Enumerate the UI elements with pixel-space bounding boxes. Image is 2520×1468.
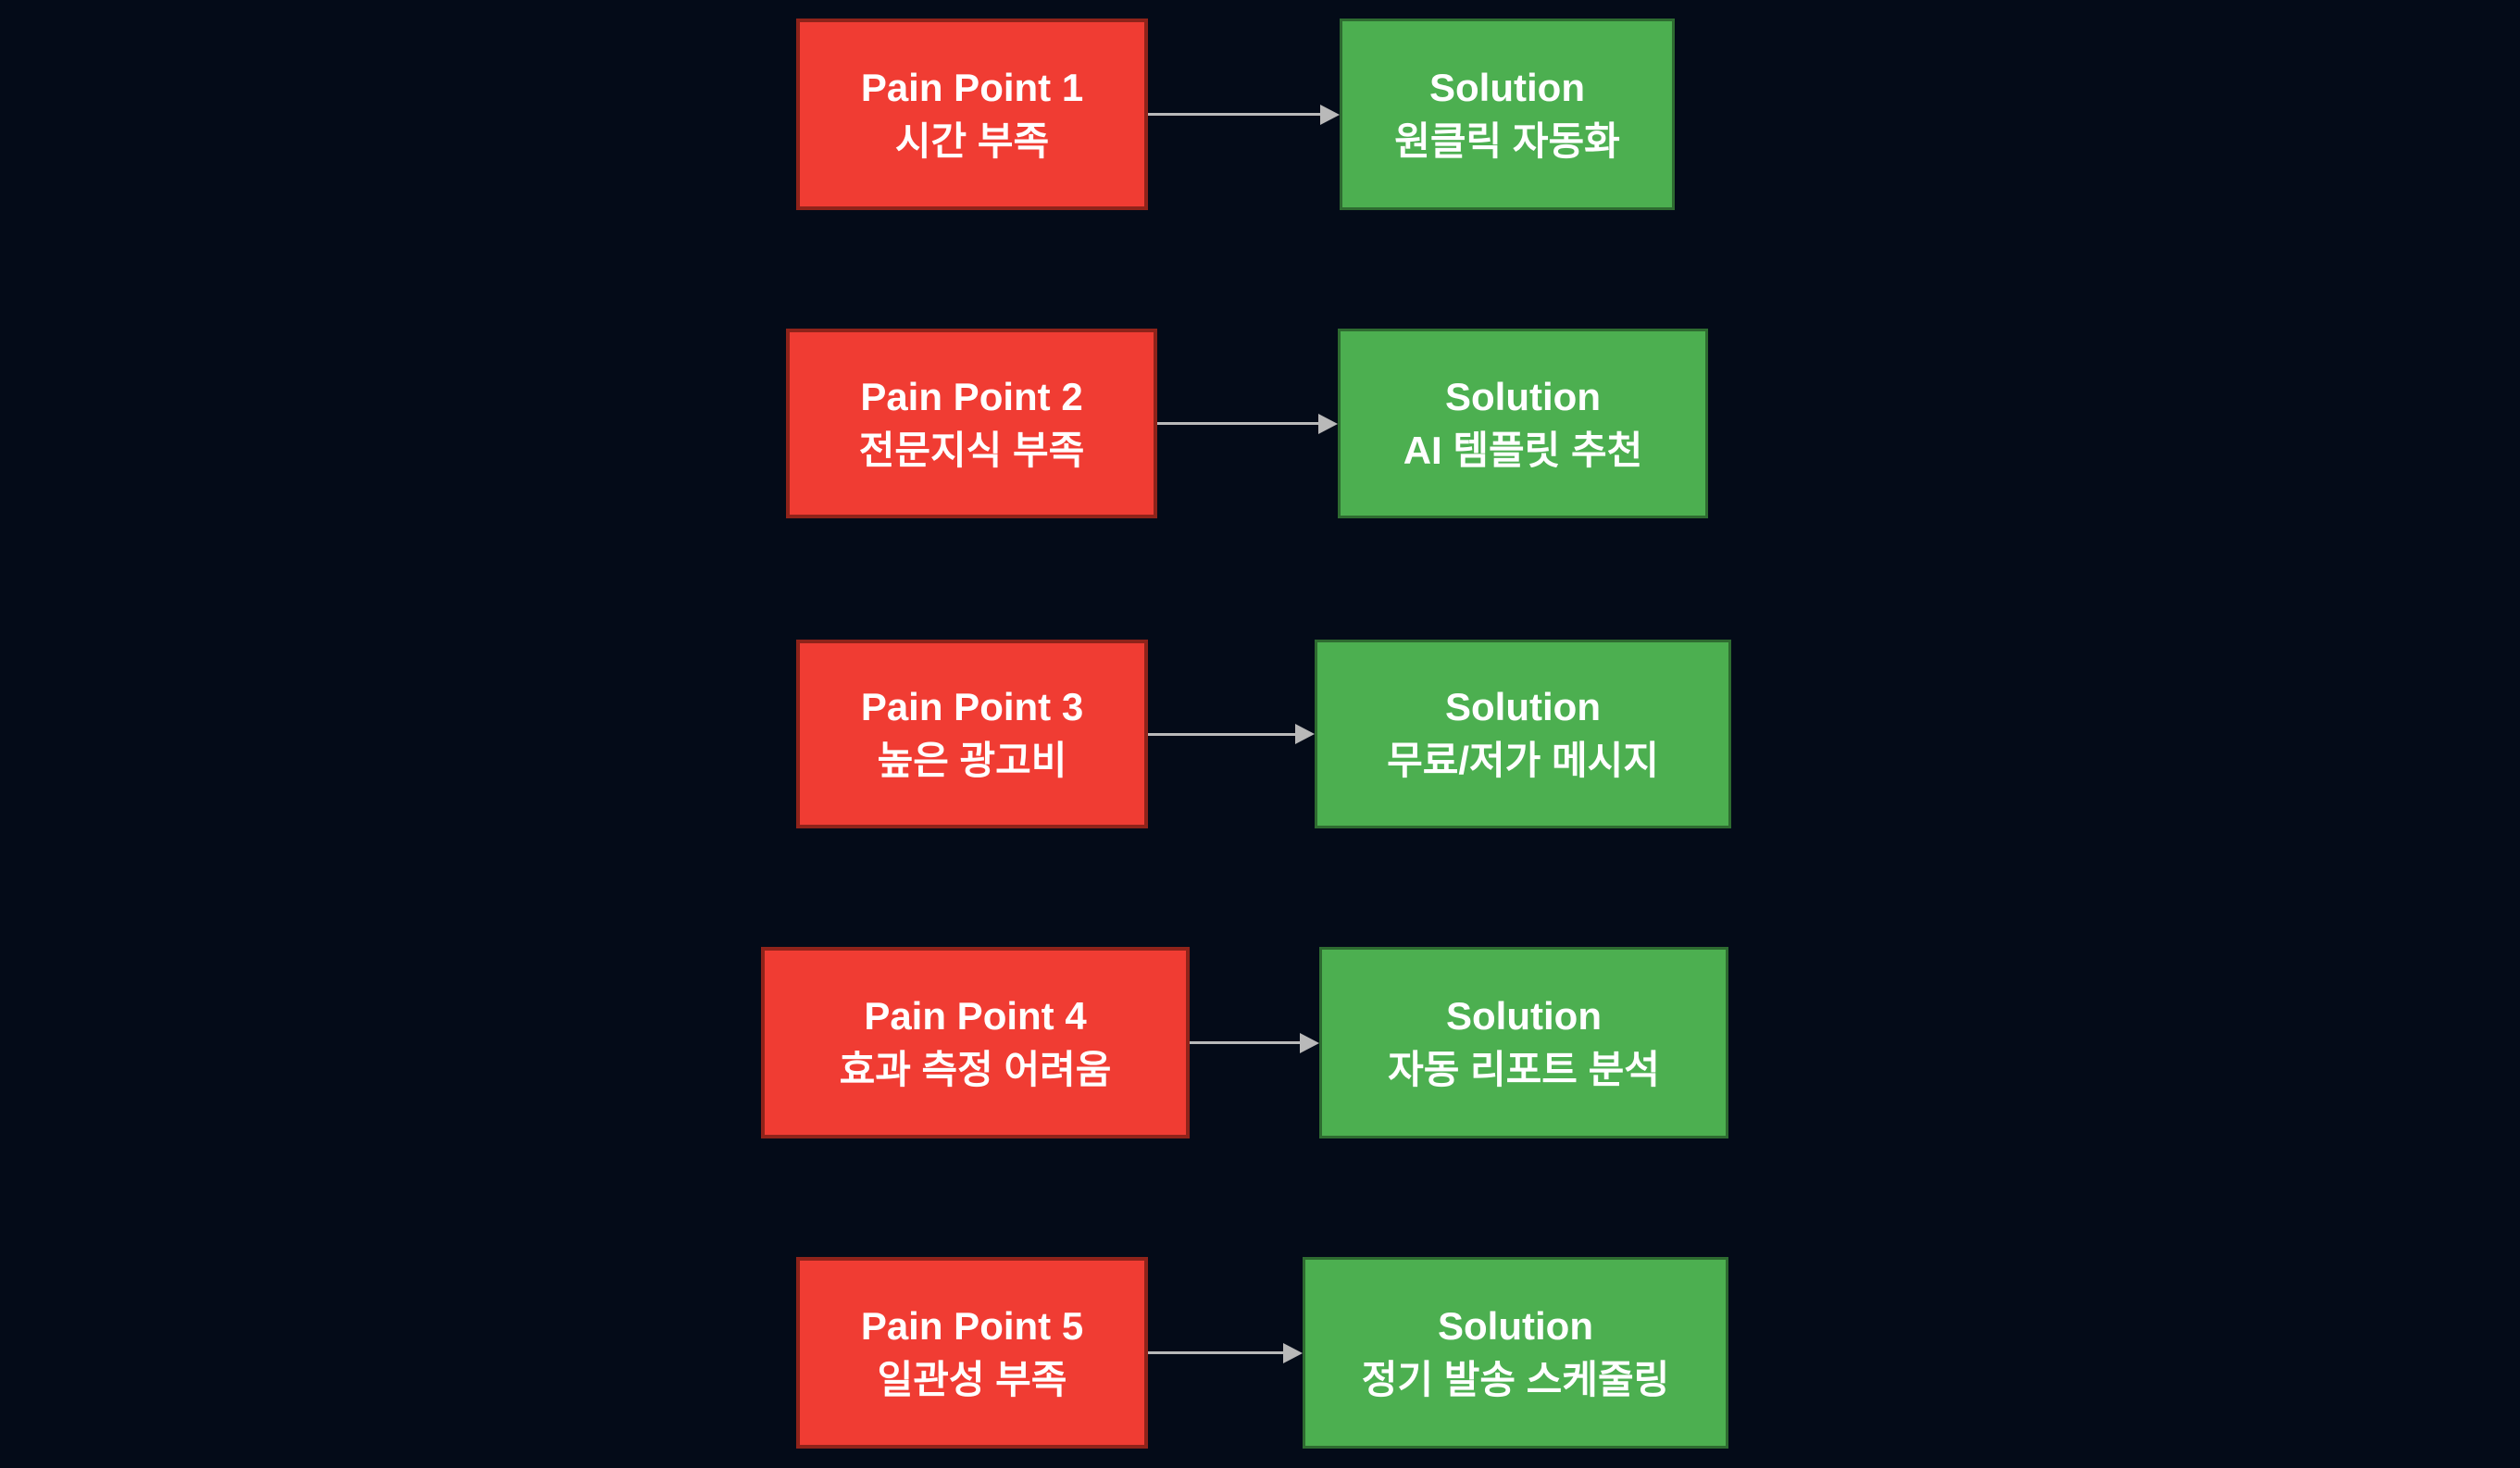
pain-point-label: 일관성 부족 [877, 1357, 1067, 1401]
pain-point-box: Pain Point 3 높은 광고비 [796, 640, 1148, 828]
arrow-right-icon [1190, 1032, 1319, 1053]
arrow-head [1320, 104, 1340, 125]
solution-title: Solution [1438, 1303, 1593, 1348]
diagram-row: Pain Point 3 높은 광고비 Solution 무료/저가 메시지 [0, 640, 2520, 828]
solution-label: 무료/저가 메시지 [1387, 739, 1659, 782]
pain-point-label: 높은 광고비 [877, 739, 1067, 782]
arrow-right-icon [1148, 104, 1340, 125]
pain-point-box: Pain Point 1 시간 부족 [796, 19, 1148, 210]
solution-title: Solution [1446, 993, 1602, 1038]
pain-point-title: Pain Point 3 [860, 685, 1084, 728]
pain-point-title: Pain Point 5 [860, 1303, 1084, 1348]
arrow-shaft [1148, 1351, 1286, 1354]
arrow-right-icon [1148, 1342, 1303, 1363]
arrow-head [1318, 413, 1338, 434]
pain-point-title: Pain Point 4 [864, 993, 1087, 1038]
arrow-head [1300, 1032, 1319, 1053]
pain-point-box: Pain Point 5 일관성 부족 [796, 1257, 1148, 1449]
solution-label: 자동 리포트 분석 [1388, 1047, 1660, 1091]
solution-title: Solution [1445, 374, 1601, 418]
diagram-row: Pain Point 4 효과 측정 어려움 Solution 자동 리포트 분… [0, 947, 2520, 1138]
diagram-row: Pain Point 2 전문지식 부족 Solution AI 템플릿 추천 [0, 329, 2520, 518]
diagram-row: Pain Point 5 일관성 부족 Solution 정기 발송 스케줄링 [0, 1257, 2520, 1449]
solution-box: Solution 자동 리포트 분석 [1319, 947, 1728, 1138]
diagram-row: Pain Point 1 시간 부족 Solution 원클릭 자동화 [0, 19, 2520, 210]
arrow-shaft [1148, 732, 1298, 736]
pain-point-box: Pain Point 2 전문지식 부족 [786, 329, 1157, 518]
pain-point-label: 전문지식 부족 [858, 428, 1085, 472]
solution-label: 원클릭 자동화 [1394, 118, 1620, 163]
pain-point-label: 효과 측정 어려움 [839, 1047, 1112, 1091]
arrow-shaft [1148, 113, 1323, 116]
arrow-head [1283, 1342, 1303, 1363]
solution-label: 정기 발송 스케줄링 [1361, 1357, 1670, 1401]
solution-title: Solution [1445, 685, 1601, 728]
solution-box: Solution 정기 발송 스케줄링 [1303, 1257, 1728, 1449]
arrow-shaft [1157, 422, 1321, 425]
pain-point-title: Pain Point 1 [860, 65, 1084, 109]
arrow-right-icon [1148, 724, 1315, 744]
pain-point-box: Pain Point 4 효과 측정 어려움 [761, 947, 1190, 1138]
arrow-head [1295, 724, 1315, 744]
pain-point-label: 시간 부족 [894, 118, 1050, 163]
pain-point-title: Pain Point 2 [860, 374, 1083, 418]
solution-title: Solution [1429, 65, 1585, 109]
arrow-shaft [1190, 1041, 1303, 1044]
solution-box: Solution AI 템플릿 추천 [1338, 329, 1708, 518]
solution-box: Solution 원클릭 자동화 [1340, 19, 1675, 210]
solution-box: Solution 무료/저가 메시지 [1315, 640, 1731, 828]
arrow-right-icon [1157, 413, 1338, 434]
solution-label: AI 템플릿 추천 [1403, 428, 1643, 472]
